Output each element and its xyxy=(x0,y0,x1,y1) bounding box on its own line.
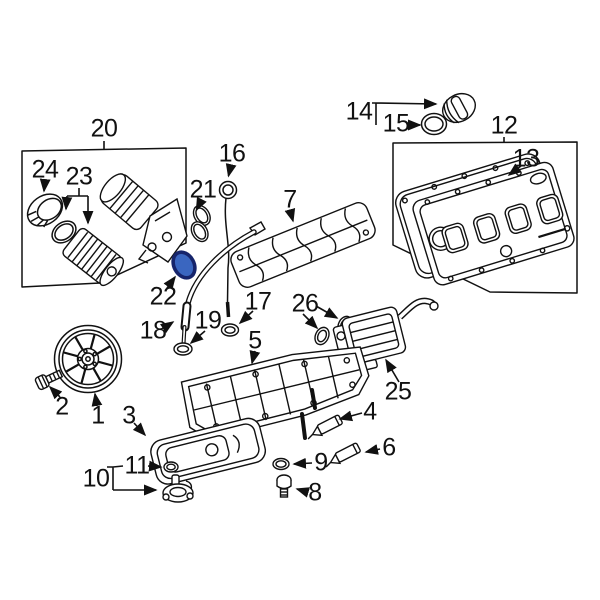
filter-cap-drawing xyxy=(26,193,64,228)
leader-1 xyxy=(91,392,103,407)
group-box-20 xyxy=(21,147,187,288)
callout-20: 20 xyxy=(90,114,118,143)
leader-23-bracket xyxy=(67,188,88,197)
oring-11-drawing xyxy=(163,461,179,473)
leader-3 xyxy=(132,422,147,437)
stud-bolts-drawing xyxy=(300,388,317,440)
callout-11: 11 xyxy=(124,451,150,480)
callout-2: 2 xyxy=(55,392,69,421)
callout-6: 6 xyxy=(382,433,396,462)
leader-22 xyxy=(163,275,176,290)
leader-25 xyxy=(385,358,400,383)
oil-pickup-drawing xyxy=(162,474,194,503)
oil-filter-element-drawing xyxy=(62,227,125,287)
leader-9 xyxy=(292,457,313,469)
crankshaft-pulley-drawing xyxy=(53,324,123,394)
seal-22-ellipse xyxy=(171,250,197,280)
callout-1: 1 xyxy=(91,401,105,430)
pulley-bolt-drawing xyxy=(34,369,64,391)
leader-17 xyxy=(238,310,254,325)
group-box-12 xyxy=(392,141,578,294)
callout-12: 12 xyxy=(490,111,518,140)
leader-2 xyxy=(48,385,63,400)
double-oring-21-drawing xyxy=(190,204,211,243)
cam-openings xyxy=(441,193,564,254)
callout-23: 23 xyxy=(65,162,93,191)
leader-lines xyxy=(39,103,522,498)
oring-19-drawing xyxy=(173,342,193,356)
dipstick-drawing xyxy=(218,180,238,318)
callout-16: 16 xyxy=(218,139,246,168)
valve-cover-drawing xyxy=(395,153,575,286)
filter-oring-drawing xyxy=(51,220,77,244)
callout-3: 3 xyxy=(122,401,136,430)
callout-5: 5 xyxy=(248,326,262,355)
oring-17-drawing xyxy=(220,323,240,337)
callout-14: 14 xyxy=(345,97,373,126)
callout-9: 9 xyxy=(314,448,328,477)
callout-15: 15 xyxy=(382,109,410,138)
filler-cap-seal-drawing xyxy=(420,112,448,136)
callout-26: 26 xyxy=(291,289,319,318)
upper-oil-pan-drawing xyxy=(180,346,370,441)
callout-13: 13 xyxy=(512,144,540,173)
callout-25: 25 xyxy=(384,377,412,406)
oil-filter-housing-drawing xyxy=(99,173,188,264)
leader-11 xyxy=(147,460,163,472)
leader-23a xyxy=(61,195,73,211)
highlighted-seal-22 xyxy=(171,250,197,280)
lower-oil-pan-drawing xyxy=(150,417,267,485)
leader-19 xyxy=(189,330,206,345)
callout-19: 19 xyxy=(194,306,222,335)
leader-10-bracket xyxy=(107,465,124,490)
leader-13 xyxy=(507,163,522,176)
leader-21 xyxy=(195,196,207,212)
leader-8 xyxy=(295,487,311,498)
leader-16 xyxy=(225,163,237,178)
callout-21: 21 xyxy=(189,175,217,204)
leader-6 xyxy=(364,444,381,455)
callout-8: 8 xyxy=(308,478,322,507)
drain-plug-drawing xyxy=(276,474,292,498)
leader-14-bracket xyxy=(372,103,436,125)
leader-7 xyxy=(284,207,296,223)
callout-22: 22 xyxy=(149,282,177,311)
callout-4: 4 xyxy=(363,397,377,426)
baffle-plate-drawing xyxy=(230,202,376,288)
washer-9-drawing xyxy=(272,457,290,471)
sealant-tube-4-drawing xyxy=(307,414,343,440)
leader-26a xyxy=(302,313,319,330)
leader-24 xyxy=(39,178,51,193)
leader-5 xyxy=(249,350,261,365)
dipstick-tube-drawing xyxy=(180,221,266,346)
callout-10: 10 xyxy=(82,464,110,493)
callout-18: 18 xyxy=(139,316,167,345)
sealant-tube-6-drawing xyxy=(325,442,361,468)
leader-4 xyxy=(338,410,363,422)
callout-17: 17 xyxy=(244,287,272,316)
callout-24: 24 xyxy=(31,155,59,184)
leader-26b xyxy=(315,305,339,319)
callout-7: 7 xyxy=(283,185,297,214)
leader-18 xyxy=(159,321,175,334)
